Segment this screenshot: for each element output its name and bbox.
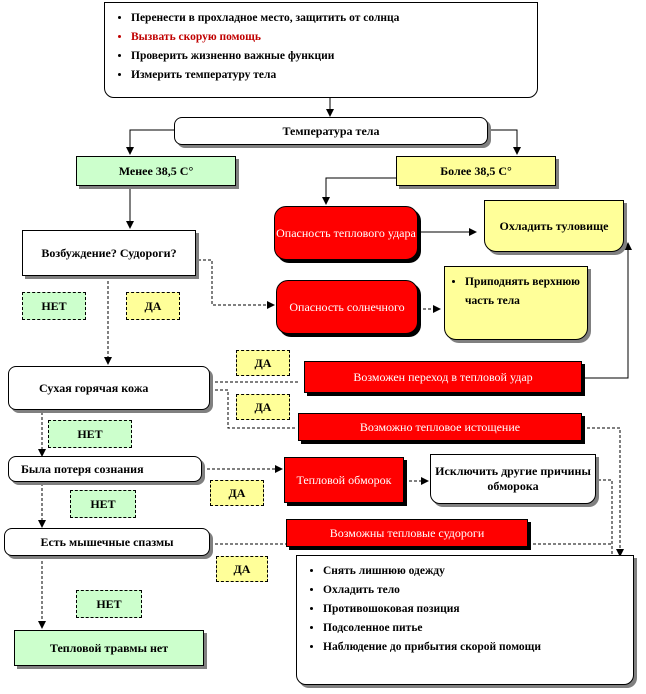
care-actions-box: Снять лишнюю одежду Охладить тело Против… (296, 555, 634, 685)
raise-upper-body-text: Приподнять верхнюю часть тела (465, 273, 581, 311)
care-action-item: Противошоковая позиция (323, 600, 627, 619)
temperature-node: Температура тела (174, 117, 488, 145)
yes-label-4: ДА (210, 480, 264, 506)
care-action-item: Подсоленное питье (323, 619, 627, 638)
step-item: Проверить жизненно важные функции (131, 47, 529, 66)
yes-label-3: ДА (236, 394, 290, 420)
muscle-spasms-node: Есть мышечные спазмы (4, 528, 210, 556)
transition-heatstroke-node: Возможен переход в тепловой удар (304, 361, 582, 393)
step-item: Перенести в прохладное место, защитить о… (131, 9, 529, 28)
yes-label-5: ДА (216, 556, 268, 582)
no-heat-injury-node: Тепловой травмы нет (14, 630, 204, 666)
exclude-causes-node: Исключить другие причины обморока (430, 454, 596, 504)
less-than-node: Менее 38,5 С° (76, 156, 236, 186)
more-than-node: Более 38,5 С° (396, 156, 556, 186)
no-label-3: НЕТ (70, 490, 136, 518)
step-item: Измерить температуру тела (131, 66, 529, 85)
step-item-emergency: Вызвать скорую помощь (131, 28, 529, 47)
heat-syncope-node: Тепловой обморок (284, 457, 404, 503)
first-aid-steps-box: Перенести в прохладное место, защитить о… (104, 2, 538, 98)
no-label-4: НЕТ (76, 590, 142, 618)
care-action-item: Охладить тело (323, 581, 627, 600)
no-label-1: НЕТ (22, 292, 86, 320)
consciousness-loss-node: Была потеря сознания (8, 456, 202, 482)
raise-upper-body-node: Приподнять верхнюю часть тела (444, 266, 588, 340)
heatstroke-danger-node: Опасность теплового удара (274, 206, 418, 260)
excitation-question-node: Возбуждение? Судороги? (22, 230, 196, 276)
care-action-item: Снять лишнюю одежду (323, 562, 627, 581)
sunstroke-danger-node: Опасность солнечного (276, 280, 418, 334)
no-label-2: НЕТ (48, 420, 132, 448)
care-action-item: Наблюдение до прибытия скорой помощи (323, 638, 627, 657)
first-aid-steps-list: Перенести в прохладное место, защитить о… (113, 9, 529, 85)
yes-label-1: ДА (126, 292, 180, 320)
heat-cramps-node: Возможны тепловые судороги (286, 519, 528, 547)
yes-label-2: ДА (236, 350, 290, 376)
cool-body-node: Охладить туловище (484, 200, 624, 252)
heat-exhaustion-node: Возможно тепловое истощение (298, 413, 582, 441)
dry-hot-skin-node: Сухая горячая кожа (8, 366, 210, 410)
